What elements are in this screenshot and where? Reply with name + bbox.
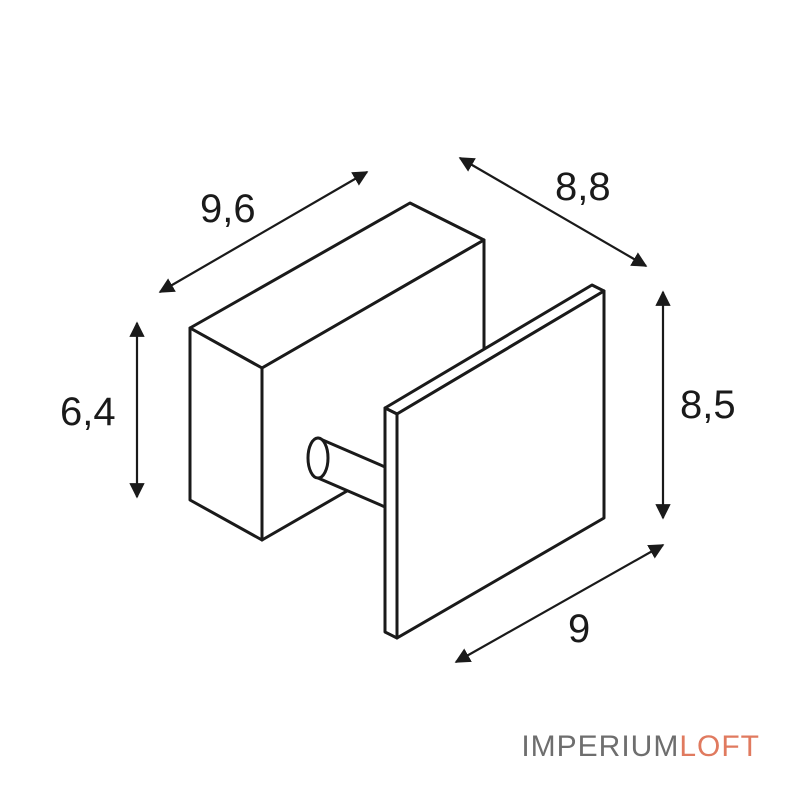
dimension-label-width-back: 9,6: [200, 187, 256, 231]
dimension-label-width-front: 9: [568, 607, 590, 651]
dimension-label-height-back: 6,4: [60, 390, 116, 434]
dimension-label-depth-top: 8,8: [555, 165, 611, 209]
watermark-part2: LOFT: [679, 730, 760, 763]
dimension-line-width-front: [454, 544, 665, 663]
front-plate: [383, 283, 606, 640]
dimension-line-width-back: [158, 171, 369, 293]
connecting-rod: [306, 436, 394, 512]
front-plate-left-edge: [383, 406, 399, 640]
watermark: IMPERIUMLOFT: [521, 730, 760, 764]
front-plate-face: [395, 289, 606, 640]
watermark-part1: IMPERIUM: [521, 730, 680, 763]
dimension-line-depth-top: [458, 157, 648, 267]
dimension-label-height-front: 8,5: [680, 383, 736, 427]
